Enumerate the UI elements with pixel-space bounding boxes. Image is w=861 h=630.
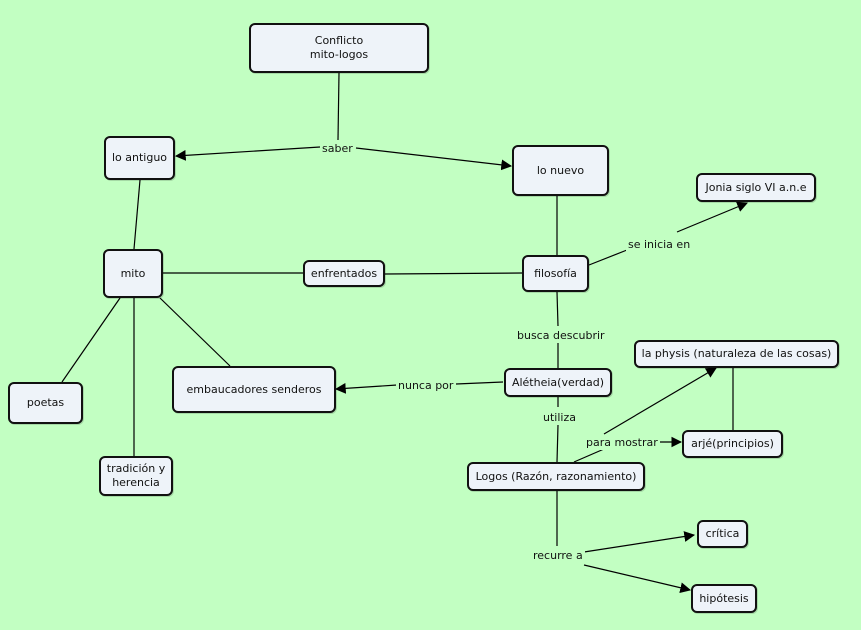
line-utiliza-logos (556, 424, 559, 463)
node-filosofia[interactable]: filosofía (522, 255, 589, 292)
line-enfrentados-filosofia (384, 272, 523, 275)
arrow-nunca-por-embaucadores (334, 382, 398, 394)
node-arje[interactable]: arjé(principios) (682, 430, 783, 458)
arrow-recurre-critica (583, 531, 696, 553)
node-lo-antiguo[interactable]: lo antiguo (104, 136, 175, 180)
link-label-recurre-a: recurre a (531, 548, 585, 563)
line-aletheia-nunca-por (455, 381, 504, 385)
node-embaucadores[interactable]: embaucadores senderos (172, 366, 336, 413)
line-logos-para-mostrar (573, 448, 605, 463)
node-enfrentados[interactable]: enfrentados (303, 260, 385, 287)
node-hipotesis[interactable]: hipótesis (691, 584, 757, 613)
arrow-se-inicia-jonia (676, 201, 748, 233)
node-poetas[interactable]: poetas (8, 382, 83, 424)
arrow-saber-lo-nuevo (355, 147, 513, 171)
arrow-recurre-hipotesis (583, 564, 692, 594)
node-physis[interactable]: la physis (naturaleza de las cosas) (634, 340, 839, 368)
link-label-para-mostrar: para mostrar (584, 435, 660, 450)
arrow-saber-lo-antiguo (174, 146, 321, 161)
line-lo-antiguo-mito (133, 179, 141, 250)
line-mito-embaucadores (159, 297, 231, 367)
node-critica[interactable]: crítica (697, 520, 748, 548)
node-jonia[interactable]: Jonia siglo VI a.n.e (696, 173, 816, 202)
node-logos[interactable]: Logos (Razón, razonamiento) (467, 462, 645, 491)
arrow-para-mostrar-physis (603, 367, 717, 435)
node-lo-nuevo[interactable]: lo nuevo (512, 145, 609, 196)
node-conflicto[interactable]: Conflicto mito-logos (249, 23, 429, 73)
link-label-nunca-por: nunca por (396, 378, 456, 393)
line-filosofia-se-inicia (588, 249, 628, 266)
link-label-saber: saber (320, 141, 355, 156)
line-mito-poetas (61, 297, 121, 383)
node-tradicion[interactable]: tradición y herencia (99, 456, 173, 496)
line-conflicto-saber (337, 72, 340, 141)
link-label-se-inicia-en: se inicia en (626, 237, 693, 252)
line-filosofia-busca (556, 291, 559, 327)
node-mito[interactable]: mito (103, 249, 163, 298)
link-label-utiliza: utiliza (541, 410, 578, 425)
node-aletheia[interactable]: Alétheia(verdad) (504, 368, 612, 397)
link-label-busca-descubrir: busca descubrir (515, 328, 607, 343)
